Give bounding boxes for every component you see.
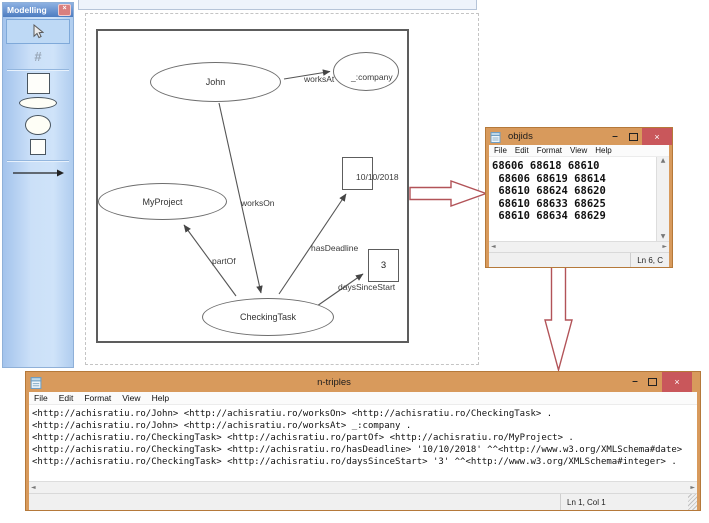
literal-deadline-box[interactable] [342,157,373,190]
palette-divider [7,69,69,71]
close-icon[interactable]: × [58,4,71,16]
cursor-position: Ln 6, C [630,253,669,267]
menu-view[interactable]: View [122,393,141,403]
tool-grid[interactable]: # [6,46,70,67]
modelling-titlebar[interactable]: Modelling × [3,3,73,17]
edge-label-dayssincestart: daysSinceStart [338,282,396,292]
node-company[interactable] [333,52,399,91]
scroll-left-icon[interactable]: ◄ [491,243,496,250]
tool-pointer[interactable] [6,19,70,44]
tool-small-rectangle[interactable] [6,138,70,156]
menu-format[interactable]: Format [84,393,112,403]
objids-text-area[interactable]: 68606 68618 68610 68606 68619 68614 6861… [489,157,669,241]
ntriples-window-title: n-triples [317,376,351,388]
arrow-icon [13,169,64,177]
node-company-label: _:company [351,72,393,82]
maximize-icon[interactable] [644,378,662,386]
grid-icon: # [34,49,42,64]
ntriples-window: n-triples – × File Edit Format View Help… [25,371,701,511]
flow-arrow-to-ntriples [544,261,573,373]
horizontal-scrollbar[interactable]: ◄ ► [489,241,669,252]
literal-deadline-label: 10/10/2018 [356,172,399,182]
text-line: 68606 68618 68610 [492,160,600,172]
tool-arrow[interactable] [6,164,70,182]
ntriples-statusbar: Ln 1, Col 1 [29,493,697,510]
objids-window-title: objids [508,131,533,142]
triple-line: <http://achisratiu.ro/CheckingTask> <htt… [32,457,677,467]
literal-days-box[interactable]: 3 [368,249,399,282]
diagram-frame [96,29,409,343]
node-myproject[interactable]: MyProject [98,183,227,220]
maximize-icon[interactable] [624,132,642,141]
edge-label-worksat: worksAt [304,74,335,84]
node-myproject-label: MyProject [142,196,183,207]
tool-wide-ellipse[interactable] [6,96,70,109]
edge-label-partof: partOf [212,256,236,266]
scroll-right-icon[interactable]: ► [662,243,667,250]
edge-label-workson: worksOn [241,198,275,208]
small-rectangle-icon [30,139,46,155]
node-john-label: John [205,77,226,87]
modelling-title: Modelling [7,5,47,15]
menu-view[interactable]: View [570,146,588,155]
menu-file[interactable]: File [494,146,507,155]
objids-titlebar[interactable]: objids – × [486,128,672,145]
rectangle-icon [26,73,50,94]
palette-divider [7,160,69,162]
menu-help[interactable]: Help [595,146,612,155]
tool-rectangle[interactable] [6,72,70,95]
text-line: 68606 68619 68614 [492,172,606,185]
notepad-icon [490,131,501,143]
modelling-panel: Modelling × # [2,2,74,368]
ellipse-icon [25,114,51,135]
pointer-icon [33,24,44,39]
triple-line: <http://achisratiu.ro/John> <http://achi… [32,421,412,431]
text-line: 68610 68633 68625 [492,197,606,210]
scroll-up-icon[interactable]: ▲ [660,157,666,164]
scroll-left-icon[interactable]: ◄ [31,483,36,491]
literal-days-value: 3 [380,260,387,271]
minimize-icon[interactable]: – [612,130,618,142]
ntriples-titlebar[interactable]: n-triples – × [26,372,700,392]
horizontal-scrollbar[interactable]: ◄ ► [29,481,697,493]
minimize-icon[interactable]: – [632,376,638,387]
text-line: 68610 68624 68620 [492,185,606,197]
objids-window: objids – × File Edit Format View Help 68… [485,127,673,268]
menu-file[interactable]: File [34,393,48,403]
scroll-right-icon[interactable]: ► [690,483,695,491]
objids-menubar: File Edit Format View Help [489,145,669,157]
node-checkingtask-label: CheckingTask [239,312,297,322]
tool-ellipse[interactable] [6,114,70,135]
menu-edit[interactable]: Edit [58,393,74,403]
canvas-header [78,0,477,10]
close-icon[interactable]: × [661,372,692,392]
cursor-position: Ln 1, Col 1 [560,494,688,510]
notepad-icon [30,376,42,389]
wide-ellipse-icon [19,96,57,109]
menu-format[interactable]: Format [536,146,563,155]
triple-line: <http://achisratiu.ro/CheckingTask> <htt… [32,433,574,443]
text-line: 68610 68634 68629 [492,210,606,222]
resize-grip[interactable] [688,494,697,510]
objids-statusbar: Ln 6, C [489,252,669,267]
edge-label-hasdeadline: hasDeadline [311,243,359,253]
node-checkingtask[interactable]: CheckingTask [202,298,334,336]
menu-help[interactable]: Help [151,393,170,403]
menu-edit[interactable]: Edit [514,146,529,155]
scroll-down-icon[interactable]: ▼ [660,233,666,240]
ntriples-menubar: File Edit Format View Help [29,392,697,405]
triple-line: <http://achisratiu.ro/CheckingTask> <htt… [32,445,683,455]
node-john[interactable]: John [150,62,281,102]
vertical-scrollbar[interactable]: ▲ ▼ [656,157,669,241]
triple-line: <http://achisratiu.ro/John> <http://achi… [32,409,553,419]
ntriples-text-area[interactable]: <http://achisratiu.ro/John> <http://achi… [29,405,697,481]
close-icon[interactable]: × [642,128,672,145]
